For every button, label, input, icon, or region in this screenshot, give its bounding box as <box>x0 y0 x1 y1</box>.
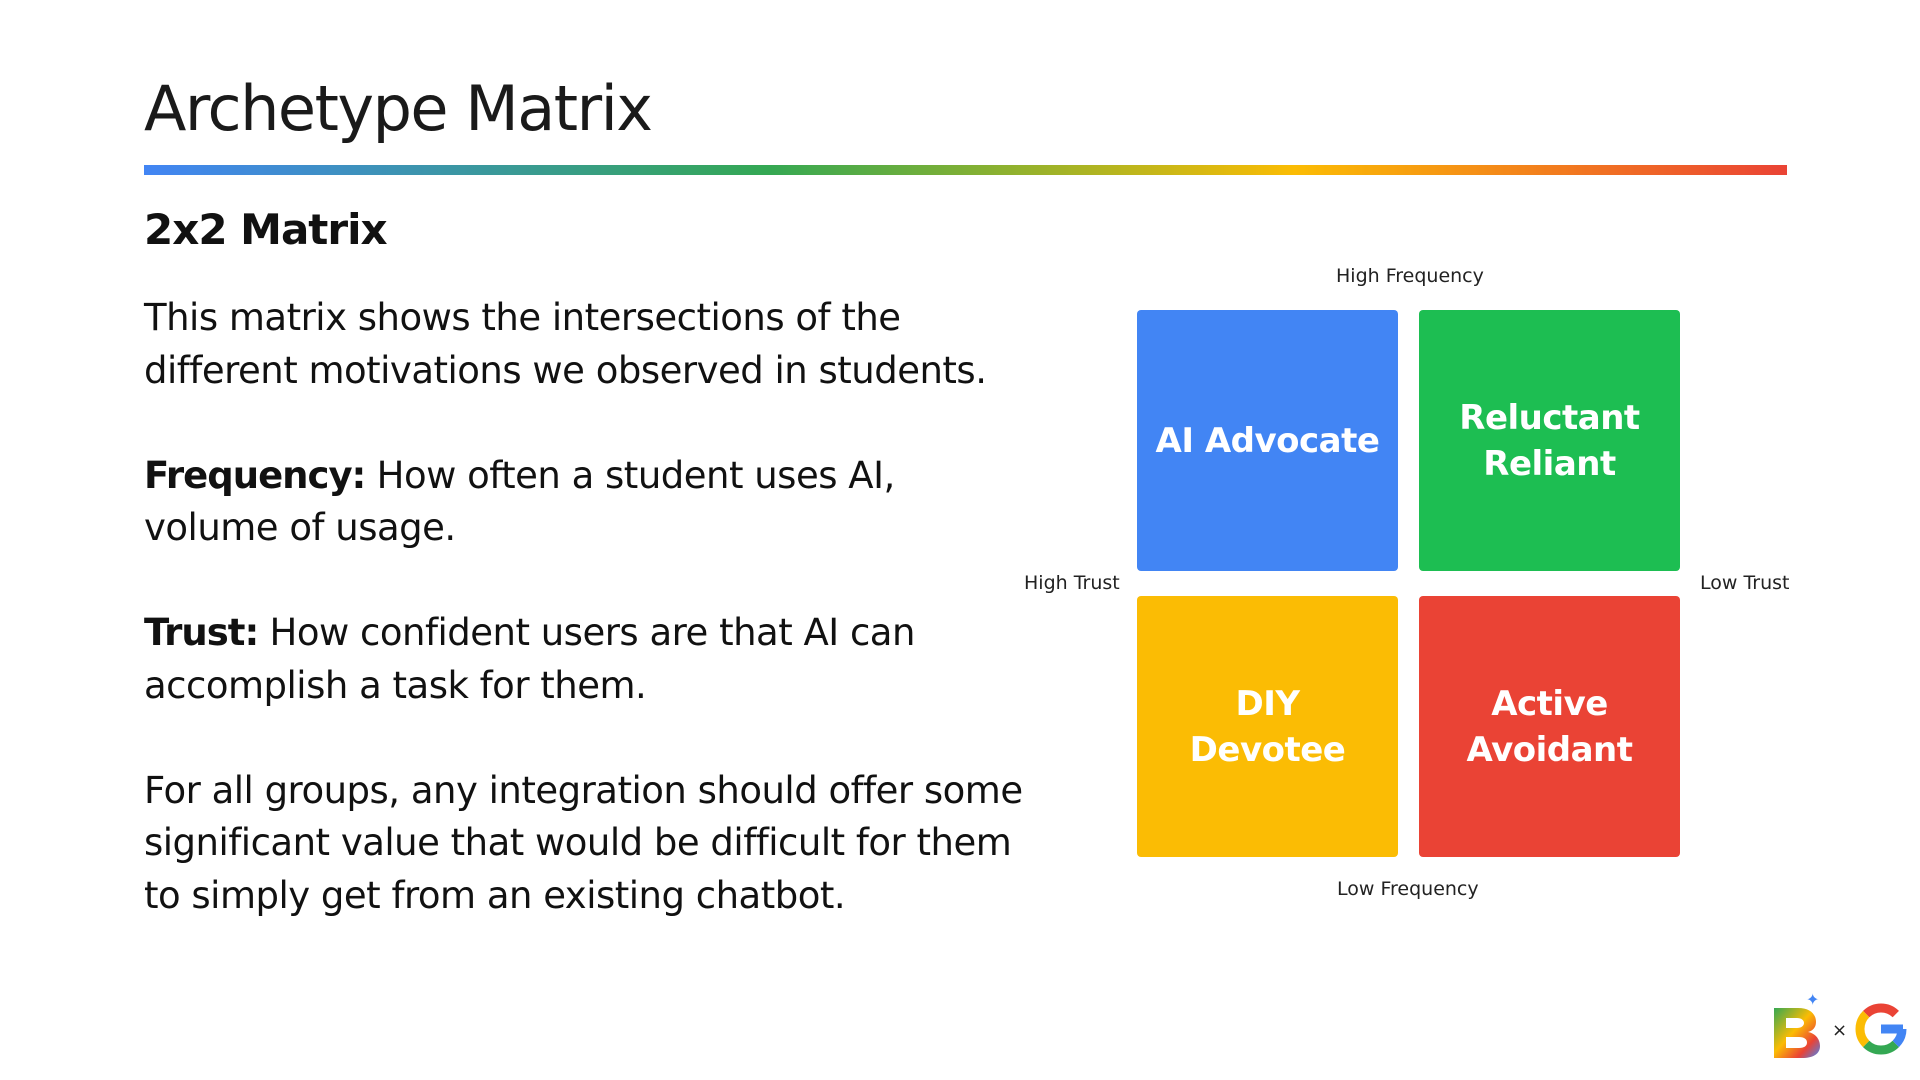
axis-label-low-frequency: Low Frequency <box>1337 878 1479 900</box>
b-logo-icon <box>1774 1008 1820 1058</box>
sparkle-icon: ✦ <box>1806 990 1820 1009</box>
axis-label-high-frequency: High Frequency <box>1336 265 1484 287</box>
body-text: This matrix shows the intersections of t… <box>144 292 1034 922</box>
slide-title: Archetype Matrix <box>144 72 653 145</box>
quadrant-label: Reluctant Reliant <box>1459 397 1640 484</box>
quadrant-label: AI Advocate <box>1155 420 1380 461</box>
closing-paragraph: For all groups, any integration should o… <box>144 768 1023 917</box>
slide-subtitle: 2x2 Matrix <box>144 205 388 254</box>
intro-paragraph: This matrix shows the intersections of t… <box>144 296 987 392</box>
quadrant-reluctant-reliant: Reluctant Reliant <box>1419 310 1680 571</box>
frequency-paragraph: Frequency: How often a student uses AI, … <box>144 450 1034 555</box>
trust-term: Trust: <box>144 611 259 654</box>
logo-separator: × <box>1832 1020 1848 1041</box>
trust-description: How confident users are that AI can acco… <box>144 611 915 707</box>
quadrant-diy-devotee: DIY Devotee <box>1137 596 1398 857</box>
quadrant-label: Active Avoidant <box>1466 683 1633 770</box>
partner-logo: ✦ × <box>1770 992 1910 1060</box>
trust-paragraph: Trust: How confident users are that AI c… <box>144 607 1034 712</box>
quadrant-active-avoidant: Active Avoidant <box>1419 596 1680 857</box>
axis-label-low-trust: Low Trust <box>1700 572 1790 594</box>
quadrant-ai-advocate: AI Advocate <box>1137 310 1398 571</box>
quadrant-label: DIY Devotee <box>1189 683 1346 770</box>
title-gradient-rule <box>144 165 1787 175</box>
google-g-icon <box>1855 1003 1907 1055</box>
axis-label-high-trust: High Trust <box>1024 572 1120 594</box>
frequency-term: Frequency: <box>144 453 366 497</box>
frequency-description: How often a student uses AI, volume of u… <box>144 453 895 550</box>
